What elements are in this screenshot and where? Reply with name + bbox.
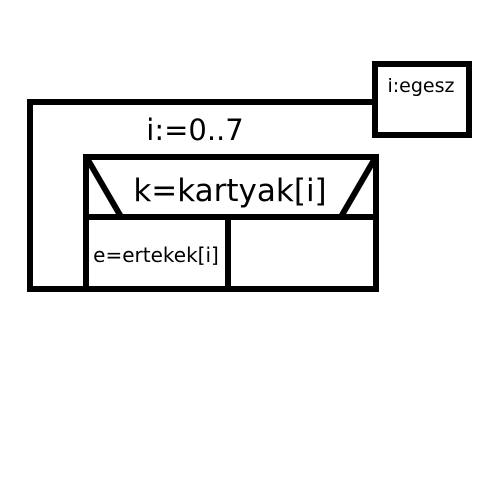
branch-right-diagonal — [337, 155, 379, 220]
branch-condition-text: k=kartyak[i] — [133, 173, 326, 209]
branch-left-diagonal — [83, 155, 125, 220]
loop-block-outline — [27, 99, 379, 292]
true-branch-statement-text: e=ertekek[i] — [93, 243, 219, 267]
variable-declaration-box — [372, 61, 472, 138]
loop-header-text: i:=0..7 — [146, 113, 243, 147]
variable-declaration-text: i:egesz — [388, 75, 455, 97]
